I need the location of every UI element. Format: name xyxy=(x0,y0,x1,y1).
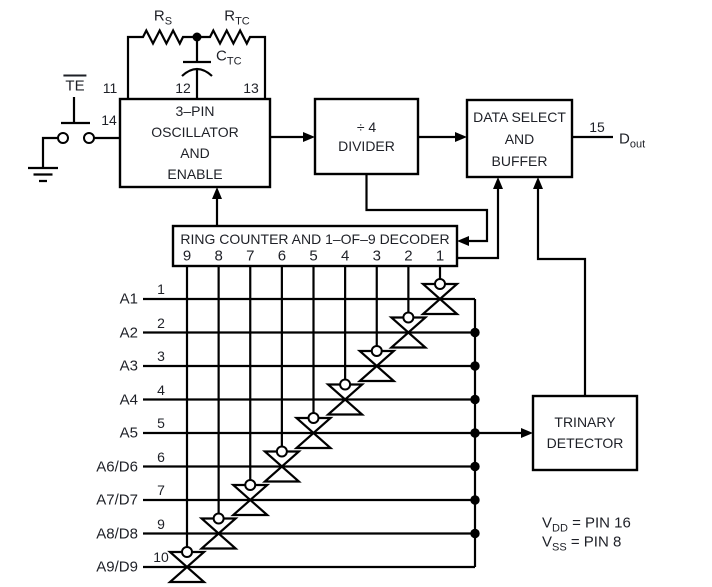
gate-control-bubble xyxy=(370,345,383,357)
divider-block-text: ÷ 4 DIVIDER xyxy=(338,118,395,154)
gate-control-bubble xyxy=(339,378,352,391)
gate-control-bubble xyxy=(307,412,320,424)
ring-to-buffer-arrowhead xyxy=(493,177,503,189)
rtc-label: RTC xyxy=(224,7,250,28)
row-label: A3 xyxy=(119,357,138,375)
switch-contact-right xyxy=(83,132,95,144)
gate-control-bubble xyxy=(244,479,257,491)
oscillator-block-text: 3–PIN OSCILLATOR AND ENABLE xyxy=(151,103,239,182)
row-pin-number: 9 xyxy=(157,515,165,532)
ring-output-number: 8 xyxy=(214,247,223,265)
gate-control-bubble xyxy=(434,278,446,290)
pin-12-label: 12 xyxy=(175,80,191,96)
ring-output-number: 9 xyxy=(182,247,192,265)
trinary-detector-block xyxy=(531,394,639,472)
trinary-to-buffer-arrowhead xyxy=(533,177,543,189)
row-pin-number: 4 xyxy=(157,381,165,398)
bus-junction-dot xyxy=(470,327,480,338)
trinary-input-arrowhead xyxy=(521,428,533,438)
vdd-note: VDD = PIN 16 xyxy=(542,514,631,535)
data-select-block-text: DATA SELECT AND BUFFER xyxy=(473,108,566,169)
bus-junction-dot xyxy=(470,428,480,438)
trinary-to-buffer-wire xyxy=(536,186,587,396)
te-label: TE xyxy=(63,74,87,94)
gate-control-bubble xyxy=(181,546,193,558)
ring-output-number: 7 xyxy=(246,247,255,265)
ring-output-number: 2 xyxy=(404,247,413,265)
dout-label: Dout xyxy=(619,130,646,151)
ring-output-number: 1 xyxy=(435,247,445,265)
switch-matrix xyxy=(143,266,521,584)
row-pin-number: 2 xyxy=(157,314,165,331)
ring-to-buffer-wire xyxy=(457,186,500,260)
ring-counter-block xyxy=(171,224,459,268)
gate-control-bubble xyxy=(212,512,225,525)
oscillator-block xyxy=(118,97,272,189)
gate-control-bubble xyxy=(275,445,288,458)
row-label: A7/D7 xyxy=(96,491,138,509)
bus-junction-dot xyxy=(470,394,480,405)
row-label: A2 xyxy=(119,324,138,341)
rc-junction-dot xyxy=(192,32,202,42)
divider-to-buffer-arrowhead xyxy=(455,132,467,142)
rs-label: RS xyxy=(153,7,173,28)
divider-feedback-arrowhead xyxy=(457,236,469,246)
row-label: A8/D8 xyxy=(96,525,138,542)
te-switch-actuator xyxy=(61,97,90,125)
ring-output-number: 3 xyxy=(372,247,381,265)
ctc-capacitor xyxy=(181,37,213,99)
vss-note: VSS = PIN 8 xyxy=(542,533,622,554)
switch-contact-left xyxy=(57,132,69,144)
row-pin-number: 3 xyxy=(157,348,165,364)
row-pin-number: 1 xyxy=(157,281,165,297)
bus-junction-dot xyxy=(470,495,480,505)
row-pin-number: 6 xyxy=(157,448,165,465)
pin-14-label: 14 xyxy=(101,112,117,128)
row-label: A4 xyxy=(119,391,138,408)
ring-output-number: 5 xyxy=(309,247,318,265)
bus-junction-dot xyxy=(470,528,480,539)
row-label: A1 xyxy=(119,290,138,308)
row-label: A5 xyxy=(119,424,138,442)
bus-junction-dot xyxy=(470,361,480,371)
ring-output-number: 6 xyxy=(277,247,287,265)
row-label: A6/D6 xyxy=(96,458,138,475)
osc-to-divider-arrowhead xyxy=(303,132,315,142)
row-pin-number: 10 xyxy=(153,549,169,565)
pin-13-label: 13 xyxy=(243,80,259,96)
ground-symbol xyxy=(28,166,58,183)
ground-wire xyxy=(41,136,58,168)
row-pin-number: 7 xyxy=(157,482,165,498)
ring-output-number: 4 xyxy=(340,247,350,265)
ring-counter-title: RING COUNTER AND 1–OF–9 DECODER xyxy=(180,231,450,247)
data-select-buffer-block xyxy=(465,98,574,179)
trinary-detector-text: TRINARY DETECTOR xyxy=(546,414,624,451)
gate-control-bubble xyxy=(402,311,415,324)
row-pin-number: 5 xyxy=(157,415,165,431)
pin-15-label: 15 xyxy=(589,119,605,135)
divider-feedback-wire xyxy=(365,174,489,243)
bus-junction-dot xyxy=(470,461,480,472)
pin-11-label: 11 xyxy=(102,80,118,96)
ctc-label: CTC xyxy=(216,47,242,68)
row-label: A9/D9 xyxy=(96,558,138,576)
ring-to-osc-arrowhead xyxy=(212,187,222,199)
